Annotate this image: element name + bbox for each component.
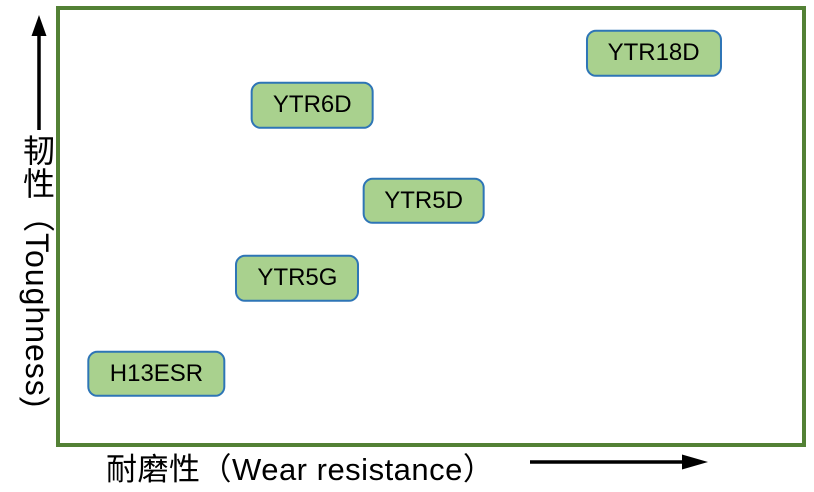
material-node-ytr5d: YTR5D <box>362 177 485 224</box>
material-node-h13esr: H13ESR <box>87 350 226 397</box>
material-node-ytr18d: YTR18D <box>585 30 722 77</box>
x-axis-label: 耐磨性（Wear resistance） <box>106 452 495 487</box>
y-axis-arrow-icon <box>31 15 47 130</box>
y-axis-label: 韧性（Toughness) <box>19 134 55 409</box>
material-node-ytr6d: YTR6D <box>250 82 374 129</box>
plot-area: H13ESR YTR5G YTR5D YTR6D YTR18D <box>56 6 806 447</box>
material-node-ytr5g: YTR5G <box>235 255 360 302</box>
x-axis-arrow-icon <box>530 454 708 470</box>
